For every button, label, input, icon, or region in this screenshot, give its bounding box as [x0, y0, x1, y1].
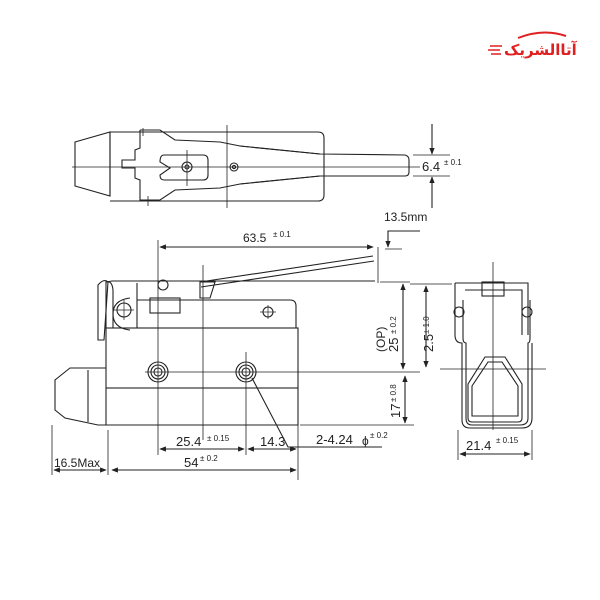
- dim-end-width-tol: ± 0.15: [496, 436, 519, 445]
- dim-lever-width-tol: ± 0.1: [444, 158, 462, 167]
- dim-body-length-tol: ± 0.2: [200, 454, 218, 463]
- dim-mount-height-tol: ± 0.8: [389, 384, 398, 402]
- dim-actuator-travel: 13.5mm: [384, 210, 427, 224]
- dim-end-width: 21.4: [466, 438, 491, 453]
- dim-op-label: (OP): [374, 327, 388, 352]
- dim-mount-holes-tol: ± 0.2: [370, 431, 388, 440]
- dim-hole-offset: 14.3: [260, 434, 285, 449]
- dim-plunger-max: 16.5Max: [54, 456, 100, 470]
- dim-lever-width: 6.4: [422, 159, 440, 174]
- dim-body-length: 54: [184, 455, 198, 470]
- dim-lever-length-tol: ± 0.1: [273, 230, 291, 239]
- dim-end-height: 2.5: [421, 334, 436, 352]
- dim-operating-position-tol: ± 0.2: [389, 316, 398, 334]
- dim-mount-height: 17: [388, 404, 403, 418]
- logo-text: آتاالشریک: [504, 41, 578, 59]
- side-view: [51, 230, 420, 480]
- end-view: [410, 262, 546, 460]
- dim-mount-holes: 2-4.24: [316, 432, 353, 447]
- logo-swoosh-icon: [517, 31, 567, 39]
- dim-lever-length: 63.5: [243, 231, 267, 245]
- dim-hole-spacing-tol: ± 0.15: [207, 434, 230, 443]
- dim-operating-position: 25: [386, 338, 401, 352]
- brand-logo: آتاالشریک: [488, 31, 578, 59]
- top-view: [72, 124, 450, 208]
- diameter-symbol-icon: ϕ: [362, 434, 369, 448]
- dim-end-height-tol: ± 1.0: [422, 316, 431, 334]
- dim-hole-spacing: 25.4: [176, 434, 201, 449]
